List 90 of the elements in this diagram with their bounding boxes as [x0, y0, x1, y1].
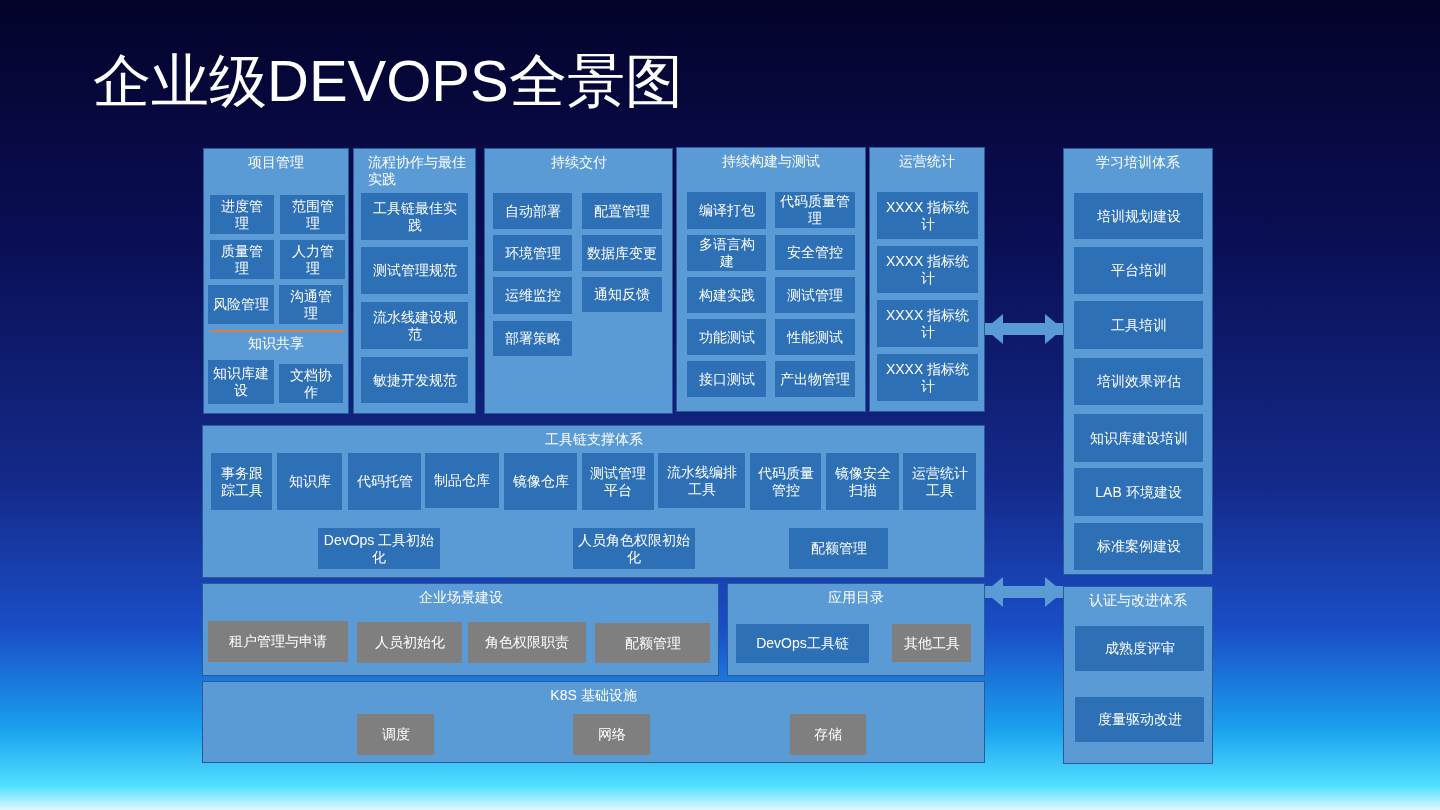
module-box: 代码质量管控 [750, 453, 821, 510]
module-box: 运维监控 [493, 277, 572, 314]
module-box: 沟通管理 [279, 285, 343, 324]
module-box: 环境管理 [493, 235, 572, 271]
panel [202, 583, 719, 676]
module-box: 成熟度评审 [1075, 626, 1204, 671]
panel-heading: 持续构建与测试 [721, 153, 821, 170]
module-box: 培训规划建设 [1074, 193, 1203, 239]
panel [202, 425, 985, 578]
module-box: 人力管理 [280, 240, 345, 279]
module-box: 度量驱动改进 [1075, 697, 1204, 742]
module-box: 性能测试 [775, 319, 855, 355]
module-box: 质量管理 [210, 240, 274, 279]
module-box: 部署策略 [493, 321, 572, 356]
module-box: 平台培训 [1074, 247, 1203, 294]
module-box: 通知反馈 [582, 277, 662, 312]
panel-heading: K8S 基础设施 [549, 687, 638, 704]
module-box: 测试管理 [775, 277, 855, 313]
module-box: 配置管理 [582, 193, 662, 229]
module-box: 进度管理 [210, 195, 274, 234]
module-box: 镜像安全扫描 [826, 453, 899, 510]
panel [1063, 586, 1213, 764]
module-box: 流水线编排工具 [658, 453, 745, 508]
module-box: 接口测试 [687, 361, 766, 397]
module-box: 代码托管 [348, 453, 421, 510]
panel-heading: 流程协作与最佳实践 [367, 154, 467, 188]
module-box: 运营统计工具 [903, 453, 976, 510]
module-box: 制品仓库 [425, 453, 499, 508]
panel [869, 147, 985, 412]
panel-heading: 持续交付 [549, 154, 608, 171]
module-box: 文档协作 [279, 364, 343, 403]
module-box: XXXX 指标统计 [877, 246, 978, 293]
module-box: XXXX 指标统计 [877, 192, 978, 239]
module-box: 工具培训 [1074, 301, 1203, 349]
module-box: 安全管控 [775, 235, 855, 270]
panel [484, 148, 673, 414]
module-box: 测试管理平台 [582, 453, 654, 510]
module-box: LAB 环境建设 [1074, 468, 1203, 516]
module-box: 配额管理 [789, 528, 888, 569]
panel [1063, 148, 1213, 575]
module-box: 人员角色权限初始化 [573, 528, 695, 569]
module-box: 工具链最佳实践 [361, 193, 468, 240]
module-box: 知识库建设培训 [1074, 414, 1203, 462]
module-box: XXXX 指标统计 [877, 354, 978, 401]
module-box: 人员初始化 [357, 622, 462, 663]
panel [202, 681, 985, 763]
module-box: DevOps工具链 [736, 624, 869, 663]
module-box: 知识库建设 [208, 360, 274, 404]
panel [203, 148, 349, 414]
module-box: 功能测试 [687, 319, 766, 355]
module-box: 自动部署 [493, 193, 572, 229]
module-box: 网络 [573, 714, 650, 755]
module-box: 风险管理 [208, 285, 274, 324]
module-box: 镜像仓库 [504, 453, 577, 510]
panel-heading: 学习培训体系 [1095, 154, 1181, 171]
panel-heading: 运营统计 [898, 153, 956, 170]
module-box: 代码质量管理 [775, 192, 855, 228]
module-box: 培训效果评估 [1074, 358, 1203, 405]
module-box: XXXX 指标统计 [877, 300, 978, 347]
module-box: 测试管理规范 [361, 247, 468, 294]
module-box: 流水线建设规范 [361, 302, 468, 349]
module-box: DevOps 工具初始化 [318, 528, 440, 569]
section-heading: 知识共享 [247, 335, 305, 352]
double-arrow [985, 577, 1063, 607]
module-box: 构建实践 [687, 277, 766, 313]
module-box: 调度 [357, 714, 434, 755]
module-box: 存储 [790, 714, 866, 755]
title: 企业级DEVOPS全景图 [93, 47, 683, 115]
module-box: 数据库变更 [582, 235, 662, 271]
module-box: 产出物管理 [775, 361, 855, 397]
module-box: 编译打包 [687, 192, 766, 229]
module-box: 多语言构建 [687, 235, 766, 271]
panel-heading: 工具链支撑体系 [543, 431, 644, 448]
module-box: 范围管理 [280, 195, 345, 234]
module-box: 配额管理 [595, 623, 710, 663]
module-box: 事务跟踪工具 [211, 453, 272, 510]
module-box: 知识库 [277, 453, 342, 510]
panel-heading: 项目管理 [247, 154, 305, 171]
double-arrow [985, 314, 1063, 344]
panel-heading: 应用目录 [827, 589, 885, 606]
panel-heading: 企业场景建设 [417, 589, 504, 606]
module-box: 角色权限职责 [468, 622, 586, 663]
module-box: 敏捷开发规范 [361, 357, 468, 403]
panel [727, 583, 985, 676]
module-box: 其他工具 [892, 624, 971, 662]
module-box: 租户管理与申请 [208, 621, 348, 662]
panel [353, 148, 476, 414]
panel [676, 147, 866, 412]
module-box: 标准案例建设 [1074, 523, 1203, 570]
panel-heading: 认证与改进体系 [1088, 592, 1188, 609]
